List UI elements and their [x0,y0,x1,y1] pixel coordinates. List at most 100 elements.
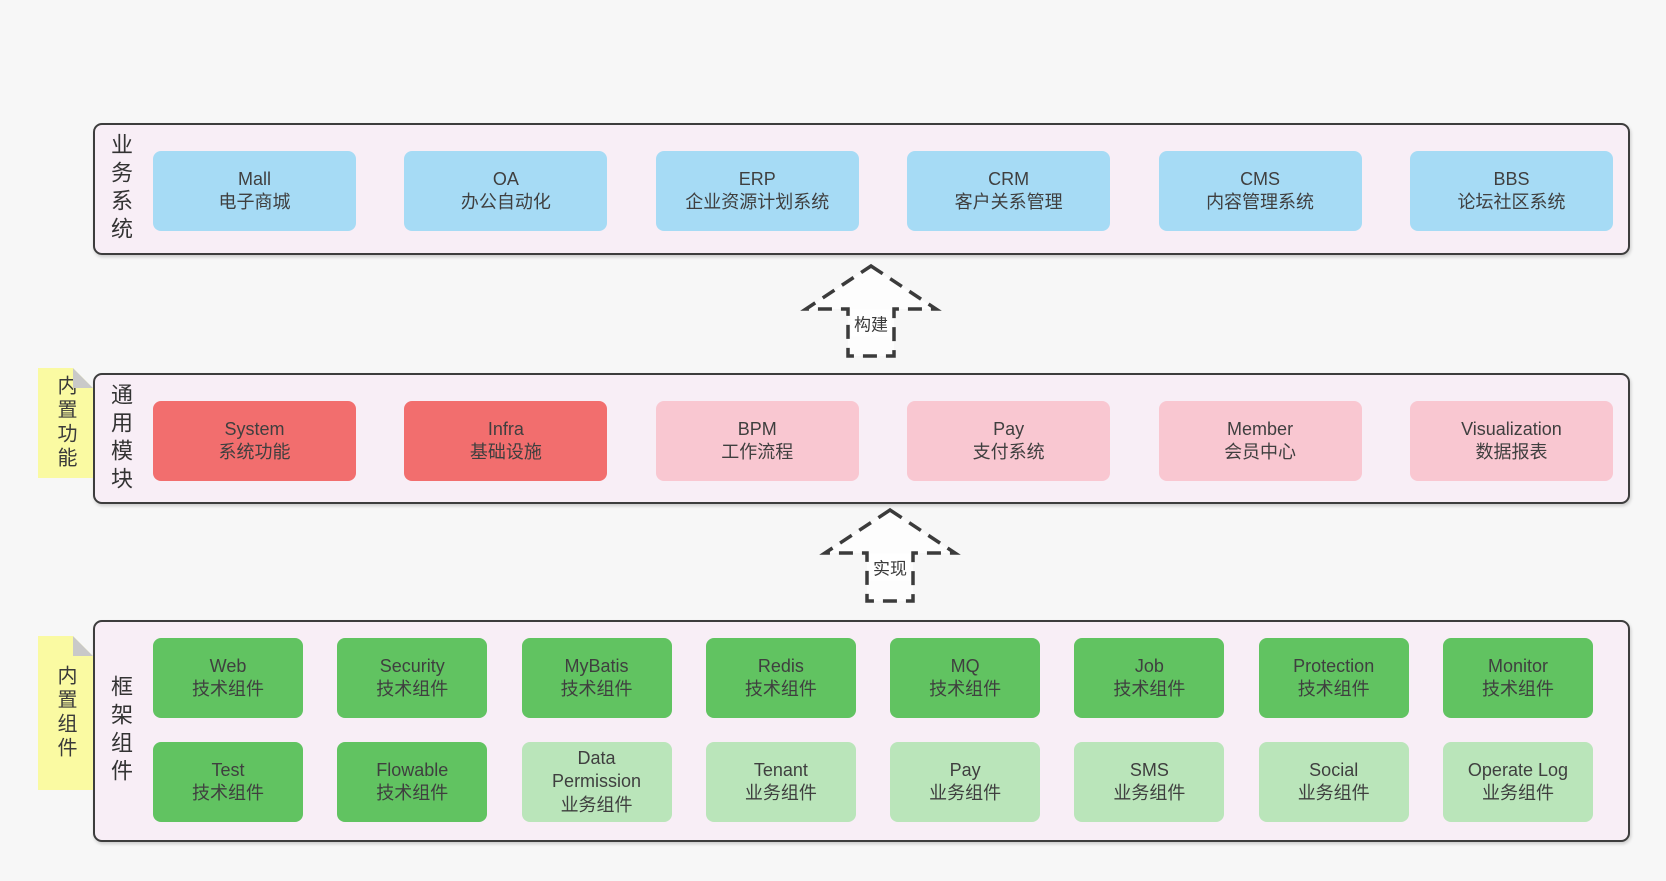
box-desc: 技术组件 [376,679,449,699]
component-box-mall: Mall 电子商城 [153,151,356,231]
box-desc: 企业资源计划系统 [685,192,830,212]
component-box-operate-log: Operate Log 业务组件 [1442,742,1593,822]
component-box-flowable: Flowable 技术组件 [337,742,488,822]
box-desc: 技术组件 [192,783,264,803]
box-desc: 技术组件 [376,783,449,803]
box-name: Test [211,759,245,780]
box-name: CMS [1240,168,1281,189]
box-name: Flowable [376,759,449,780]
box-name: Security [379,655,445,676]
box-desc: 技术组件 [1481,679,1554,699]
component-box-protection: Protection 技术组件 [1258,638,1409,718]
component-box-social: Social 业务组件 [1258,742,1409,822]
tier-common-modules: 通用模块 System 系统功能 Infra 基础设施 BPM 工作流程 Pay 支付系统 Me… [93,373,1630,504]
component-box-test: Test 技术组件 [153,742,303,822]
box-name: Job [1134,655,1164,676]
box-name: Social [1309,759,1359,780]
component-box-monitor: Monitor 技术组件 [1442,638,1593,718]
component-box-visualization: Visualization 数据报表 [1409,401,1613,481]
box-desc: 技术组件 [1297,679,1370,699]
component-box-mybatis: MyBatis 技术组件 [521,638,672,718]
component-box-system: System 系统功能 [153,401,356,481]
component-box-cms: CMS 内容管理系统 [1158,151,1362,231]
component-box-redis: Redis 技术组件 [705,638,856,718]
component-box-pay: Pay 业务组件 [890,742,1041,822]
box-desc: 会员中心 [1224,442,1297,462]
tier-row: System 系统功能 Infra 基础设施 BPM 工作流程 Pay 支付系统 Member 会… [153,401,1613,481]
component-box-member: Member 会员中心 [1158,401,1362,481]
component-box-infra: Infra 基础设施 [404,401,608,481]
box-name: Member [1227,418,1294,439]
component-box-oa: OA 办公自动化 [404,151,608,231]
box-name: MQ [950,655,980,676]
box-desc: 电子商城 [218,192,291,212]
box-name: Pay [949,759,981,780]
component-box-sms: SMS 业务组件 [1074,742,1225,822]
box-name: BPM [737,418,777,439]
box-name: Redis [757,655,804,676]
box-desc: 业务组件 [929,783,1002,803]
box-name: Pay [993,418,1025,439]
implement-arrow-label: 实现 [870,553,910,581]
component-box-pay: Pay 支付系统 [907,401,1111,481]
box-name: Data Permission [552,748,642,792]
component-box-erp: ERP 企业资源计划系统 [655,151,859,231]
box-name: OA [492,168,519,189]
box-name: ERP [738,168,776,189]
box-name: Protection [1293,655,1375,676]
note-text: 内置功能 [54,375,76,471]
tier-business-systems: 业务系统 Mall 电子商城 OA 办公自动化 ERP 企业资源计划系统 CRM 客户关系管理… [93,123,1630,255]
box-desc: 技术组件 [1113,679,1186,699]
box-desc: 技术组件 [560,679,633,699]
box-desc: 业务组件 [1297,783,1370,803]
sticky-note-built-in-components: 内置组件 [38,636,93,790]
box-name: SMS [1129,759,1169,780]
box-desc: 技术组件 [192,679,264,699]
tier-label-business-systems: 业务系统 [108,133,133,245]
box-desc: 支付系统 [972,442,1045,462]
box-name: Infra [487,418,524,439]
box-desc: 客户关系管理 [954,192,1063,212]
box-name: Mall [237,168,271,189]
box-name: Monitor [1487,655,1548,676]
box-desc: 技术组件 [929,679,1002,699]
tier-label-common-modules: 通用模块 [108,382,133,495]
component-box-mq: MQ 技术组件 [890,638,1041,718]
box-name: Visualization [1461,418,1562,439]
component-box-crm: CRM 客户关系管理 [907,151,1111,231]
box-desc: 业务组件 [1481,783,1554,803]
note-text: 内置组件 [54,665,76,761]
box-desc: 论坛社区系统 [1457,192,1566,212]
box-desc: 工作流程 [721,442,794,462]
box-desc: 业务组件 [1113,783,1186,803]
box-desc: 内容管理系统 [1206,192,1315,212]
box-name: Tenant [753,759,808,780]
component-box-security: Security 技术组件 [337,638,488,718]
box-name: BBS [1493,168,1530,189]
box-desc: 技术组件 [744,679,817,699]
build-arrow-label: 构建 [851,309,891,337]
tier-label-framework-components: 框架组件 [108,675,133,787]
sticky-note-built-in-features: 内置功能 [38,368,93,478]
box-name: MyBatis [564,655,629,676]
component-box-job: Job 技术组件 [1074,638,1225,718]
component-box-bpm: BPM 工作流程 [655,401,859,481]
box-desc: 基础设施 [469,442,542,462]
component-box-bbs: BBS 论坛社区系统 [1409,151,1613,231]
box-name: Operate Log [1467,759,1568,780]
box-name: CRM [988,168,1030,189]
box-desc: 业务组件 [744,783,817,803]
component-box-tenant: Tenant 业务组件 [705,742,856,822]
box-desc: 办公自动化 [460,192,551,212]
tier-row: Mall 电子商城 OA 办公自动化 ERP 企业资源计划系统 CRM 客户关系管理 CMS 内容… [153,151,1613,231]
box-desc: 业务组件 [560,794,633,815]
box-desc: 系统功能 [218,442,291,462]
box-name: System [224,418,285,439]
box-desc: 数据报表 [1475,442,1548,462]
